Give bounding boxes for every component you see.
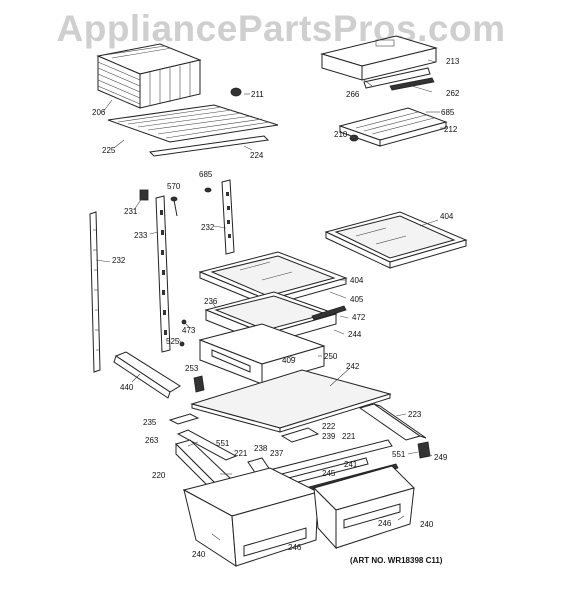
callout-525: 525 — [166, 337, 180, 346]
screw-685 — [204, 187, 212, 193]
callout-551-right: 551 — [392, 450, 406, 459]
callout-262: 262 — [446, 89, 460, 98]
callout-472: 472 — [352, 313, 366, 322]
watermark: AppliancePartsPros.com — [56, 8, 506, 49]
clip-231 — [139, 189, 149, 201]
callout-570: 570 — [167, 182, 181, 191]
callout-213: 213 — [446, 57, 460, 66]
knob-211 — [230, 87, 242, 97]
wire-basket-206 — [96, 43, 202, 109]
callout-246-right: 246 — [378, 519, 392, 528]
glass-shelf-404-right — [324, 211, 468, 269]
leader-lines — [95, 59, 446, 541]
glass-cover-242 — [190, 369, 392, 433]
callout-409: 409 — [282, 356, 296, 365]
callout-222: 222 — [322, 422, 336, 431]
crisper-drawer-240-right — [313, 465, 415, 550]
callout-249: 249 — [434, 453, 448, 462]
shelf-rail-232-left — [89, 211, 101, 373]
callout-473: 473 — [182, 326, 196, 335]
callout-231: 231 — [124, 207, 138, 216]
callout-253: 253 — [185, 364, 199, 373]
callout-210: 210 — [334, 130, 348, 139]
callout-225: 225 — [102, 146, 116, 155]
callout-238: 238 — [254, 444, 268, 453]
bracket-253 — [193, 375, 205, 393]
clip-249 — [417, 441, 431, 459]
callout-233: 233 — [134, 231, 148, 240]
screw-570 — [170, 196, 178, 217]
callout-211: 211 — [251, 90, 264, 99]
bracket-235 — [168, 413, 200, 425]
callout-232-right: 232 — [201, 223, 215, 232]
cover-440 — [113, 351, 181, 399]
wire-shelf-225 — [107, 104, 279, 143]
crisper-drawer-240-left — [182, 467, 320, 567]
art-number: (ART NO. WR18398 C11) — [350, 556, 443, 565]
callout-246-left: 246 — [288, 543, 302, 552]
callout-250: 250 — [324, 352, 338, 361]
callout-263: 263 — [145, 436, 159, 445]
callout-244: 244 — [348, 330, 362, 339]
callout-221-left: 221 — [234, 449, 248, 458]
callout-240-right: 240 — [420, 520, 434, 529]
callout-551-left: 551 — [216, 439, 230, 448]
callout-232-left: 232 — [112, 256, 126, 265]
callout-239: 239 — [322, 432, 336, 441]
callout-266: 266 — [346, 90, 360, 99]
callout-236: 236 — [204, 297, 218, 306]
trim-strip-224 — [148, 135, 270, 157]
callout-685-mid: 685 — [199, 170, 213, 179]
callout-404-center: 404 — [350, 276, 364, 285]
callout-240-left: 240 — [192, 550, 206, 559]
callout-212: 212 — [444, 125, 458, 134]
shelf-rail-232-right — [221, 179, 235, 255]
callout-241: 241 — [344, 460, 358, 469]
callout-206: 206 — [92, 108, 106, 117]
callout-245: 245 — [322, 469, 336, 478]
shelf-frame-236 — [204, 291, 347, 345]
callout-223: 223 — [408, 410, 422, 419]
glass-shelf-404-center — [198, 251, 348, 307]
shelf-rail-233 — [155, 195, 171, 353]
side-rail-223 — [358, 403, 427, 441]
callout-405: 405 — [350, 295, 364, 304]
callout-237: 237 — [270, 449, 284, 458]
callout-221-right: 221 — [342, 432, 356, 441]
tray-212 — [338, 107, 448, 147]
strip-262 — [389, 77, 435, 91]
bracket-239 — [280, 427, 320, 443]
rail-263 — [176, 429, 238, 461]
callout-242: 242 — [346, 362, 360, 371]
callout-404-right: 404 — [440, 212, 454, 221]
callout-685-top: 685 — [441, 108, 455, 117]
drawer-250 — [198, 323, 326, 385]
callout-224: 224 — [250, 151, 264, 160]
callout-220: 220 — [152, 471, 166, 480]
callout-440: 440 — [120, 383, 134, 392]
callout-235: 235 — [143, 418, 157, 427]
